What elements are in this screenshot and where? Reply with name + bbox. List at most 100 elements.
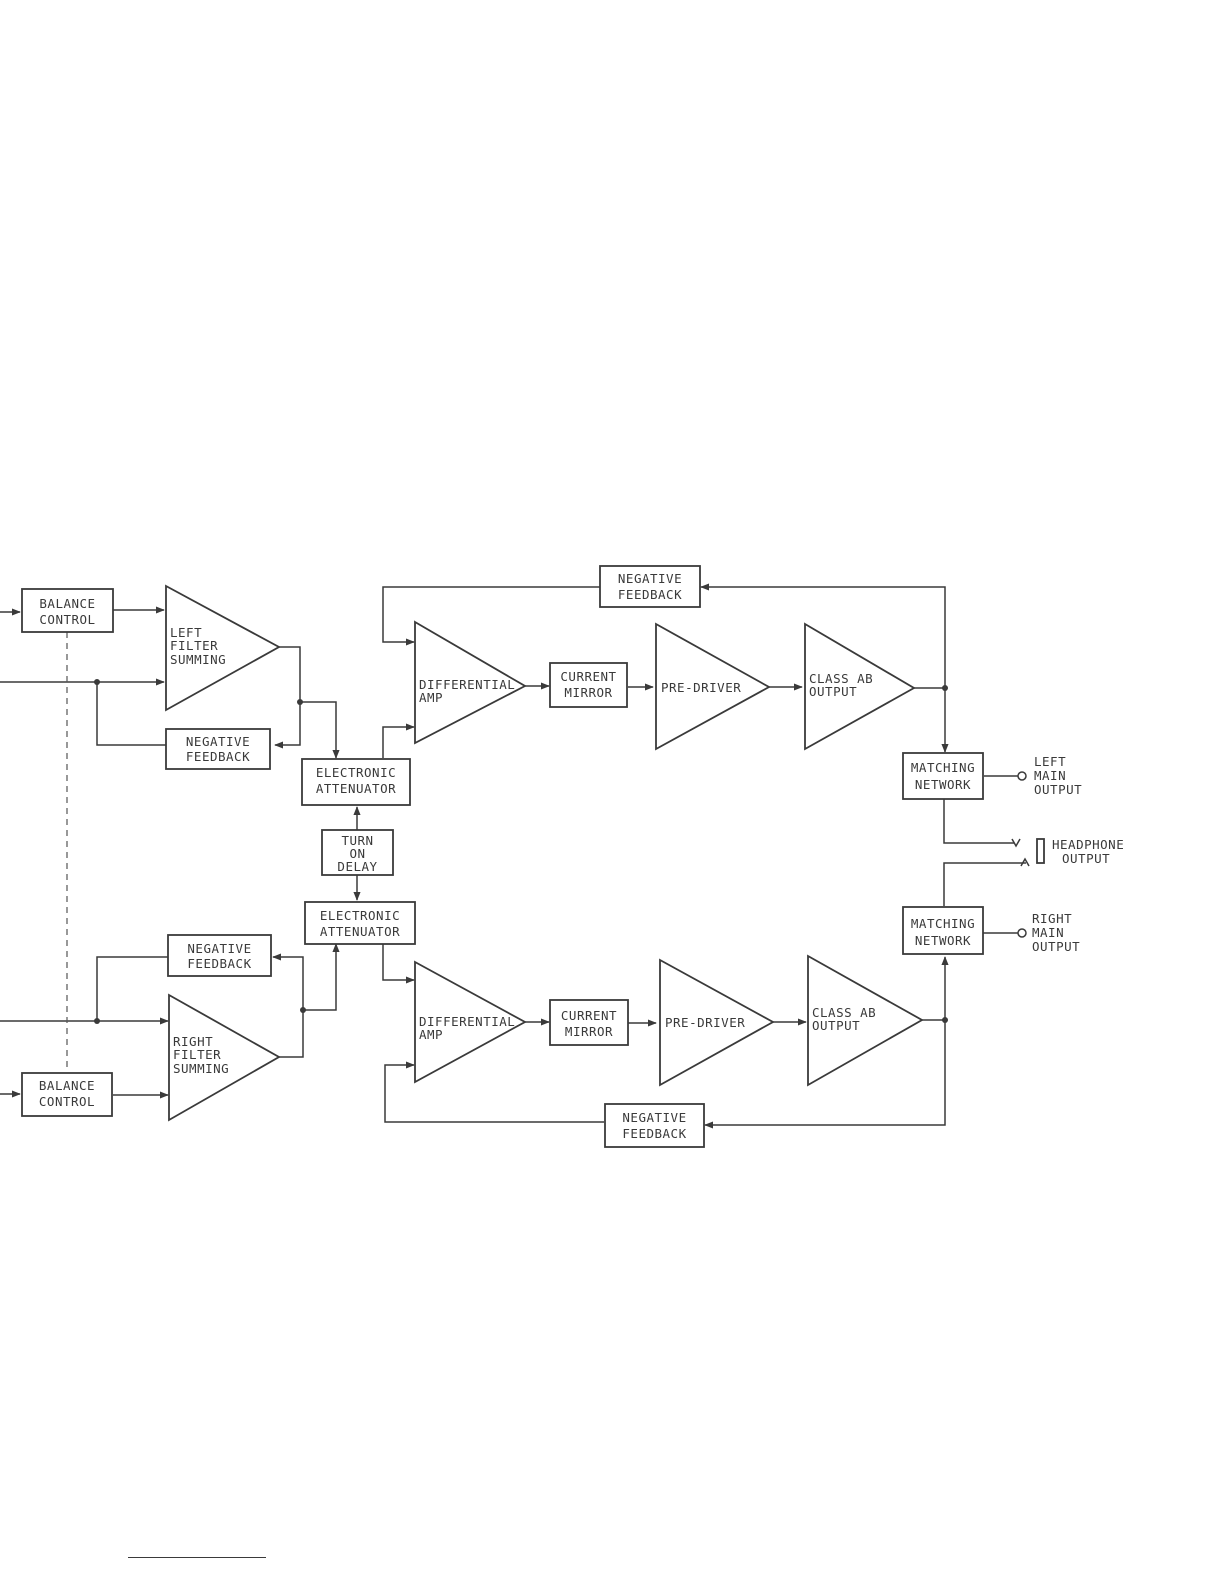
- wire: [943, 862, 1026, 906]
- wire: [274, 646, 301, 749]
- block-label: NEGATIVE: [622, 1110, 686, 1125]
- pre-driver-bottom: PRE-DRIVER: [659, 958, 775, 1087]
- block-label: MIRROR: [564, 685, 612, 700]
- junction-dot: [297, 699, 303, 705]
- block-label: FILTER: [173, 1047, 221, 1062]
- jack-contact: [1020, 857, 1030, 867]
- junction-dot: [942, 1017, 948, 1023]
- junction-dot: [942, 685, 948, 691]
- class-ab-output-top: CLASS AB OUTPUT: [804, 622, 916, 751]
- block-label: FILTER: [170, 638, 218, 653]
- turn-on-delay: TURN ON DELAY: [321, 829, 394, 876]
- right-main-output: RIGHT MAIN OUTPUT: [1017, 911, 1080, 954]
- matching-network-top: MATCHING NETWORK: [902, 752, 984, 800]
- block-label: FEEDBACK: [186, 749, 250, 764]
- block-label: NEGATIVE: [618, 571, 682, 586]
- pre-driver-top: PRE-DRIVER: [655, 622, 771, 751]
- block-label: ATTENUATOR: [320, 924, 400, 939]
- negative-feedback-left-input: NEGATIVE FEEDBACK: [165, 728, 271, 770]
- block-label: CLASS AB: [809, 671, 873, 686]
- block-label: PRE-DRIVER: [665, 1015, 745, 1030]
- wire: [300, 701, 340, 759]
- jack-contact: [1011, 838, 1021, 848]
- junction-dot: [94, 679, 100, 685]
- left-filter-summing: LEFT FILTER SUMMING: [165, 584, 281, 712]
- block-label: AMP: [419, 1027, 443, 1042]
- junction-dot: [94, 1018, 100, 1024]
- class-ab-output-bottom: CLASS AB OUTPUT: [807, 954, 924, 1087]
- block-label: CONTROL: [39, 1094, 95, 1109]
- block-label: FEEDBACK: [618, 587, 682, 602]
- balance-control-top: BALANCE CONTROL: [21, 588, 114, 633]
- block-label: ELECTRONIC: [316, 765, 396, 780]
- wire: [303, 943, 340, 1011]
- left-main-output: LEFT MAIN OUTPUT: [1017, 754, 1082, 797]
- block-label: NEGATIVE: [187, 941, 251, 956]
- differential-amp-top: DIFFERENTIAL AMP: [414, 620, 527, 745]
- wire: [382, 586, 600, 646]
- output-terminal: [1017, 771, 1027, 781]
- block-label: PRE-DRIVER: [661, 680, 741, 695]
- wire: [96, 682, 166, 746]
- wire: [700, 583, 946, 688]
- balance-control-bottom: BALANCE CONTROL: [21, 1072, 113, 1117]
- wire: [96, 956, 168, 1021]
- junction-dot: [300, 1007, 306, 1013]
- current-mirror-bottom: CURRENT MIRROR: [549, 999, 629, 1046]
- block-label: MATCHING: [911, 760, 975, 775]
- differential-amp-bottom: DIFFERENTIAL AMP: [414, 960, 527, 1084]
- electronic-attenuator-top: ELECTRONIC ATTENUATOR: [301, 758, 411, 806]
- negative-feedback-right-input: NEGATIVE FEEDBACK: [167, 934, 272, 977]
- block-label: MATCHING: [911, 916, 975, 931]
- wire: [704, 1020, 946, 1129]
- block-label: MAIN: [1034, 768, 1066, 783]
- wire: [382, 723, 415, 758]
- block-label: NEGATIVE: [186, 734, 250, 749]
- block-label: ATTENUATOR: [316, 781, 396, 796]
- block-label: NETWORK: [915, 933, 971, 948]
- output-terminal: [1017, 928, 1027, 938]
- block-label: LEFT: [170, 625, 202, 640]
- block-label: AMP: [419, 690, 443, 705]
- wire: [943, 799, 1014, 844]
- block-label: BALANCE: [39, 1078, 95, 1093]
- junction-dots: [94, 679, 948, 1024]
- block-label: FEEDBACK: [187, 956, 251, 971]
- current-mirror-top: CURRENT MIRROR: [549, 662, 628, 708]
- negative-feedback-bottom: NEGATIVE FEEDBACK: [604, 1103, 705, 1148]
- headphone-jack-icon: [1036, 838, 1045, 864]
- block-label: DIFFERENTIAL: [419, 1014, 515, 1029]
- block-label: MAIN: [1032, 925, 1064, 940]
- block-label: ON: [349, 846, 365, 861]
- electronic-attenuator-bottom: ELECTRONIC ATTENUATOR: [304, 901, 416, 945]
- block-label: OUTPUT: [1034, 782, 1082, 797]
- block-label: HEADPHONE: [1052, 837, 1124, 852]
- block-label: CLASS AB: [812, 1005, 876, 1020]
- right-filter-summing: RIGHT FILTER SUMMING: [168, 993, 281, 1122]
- block-label: LEFT: [1034, 754, 1066, 769]
- wire: [382, 944, 415, 984]
- block-label: TURN: [341, 833, 373, 848]
- block-label: SUMMING: [173, 1061, 229, 1076]
- block-label: BALANCE: [39, 596, 95, 611]
- block-label: OUTPUT: [1062, 851, 1110, 866]
- negative-feedback-top: NEGATIVE FEEDBACK: [599, 565, 701, 608]
- block-label: RIGHT: [173, 1034, 213, 1049]
- block-label: DIFFERENTIAL: [419, 677, 515, 692]
- wire: [272, 953, 304, 1058]
- block-label: ELECTRONIC: [320, 908, 400, 923]
- block-label: MIRROR: [565, 1024, 613, 1039]
- block-label: FEEDBACK: [622, 1126, 686, 1141]
- block-label: DELAY: [337, 859, 377, 874]
- footnote-rule: [128, 1557, 266, 1558]
- block-label: OUTPUT: [1032, 939, 1080, 954]
- headphone-output: HEADPHONE OUTPUT: [1011, 837, 1124, 867]
- block-label: CURRENT: [560, 669, 616, 684]
- block-label: OUTPUT: [812, 1018, 860, 1033]
- block-label: CURRENT: [561, 1008, 617, 1023]
- block-label: SUMMING: [170, 652, 226, 667]
- block-label: NETWORK: [915, 777, 971, 792]
- wire: [384, 1061, 604, 1123]
- block-label: RIGHT: [1032, 911, 1072, 926]
